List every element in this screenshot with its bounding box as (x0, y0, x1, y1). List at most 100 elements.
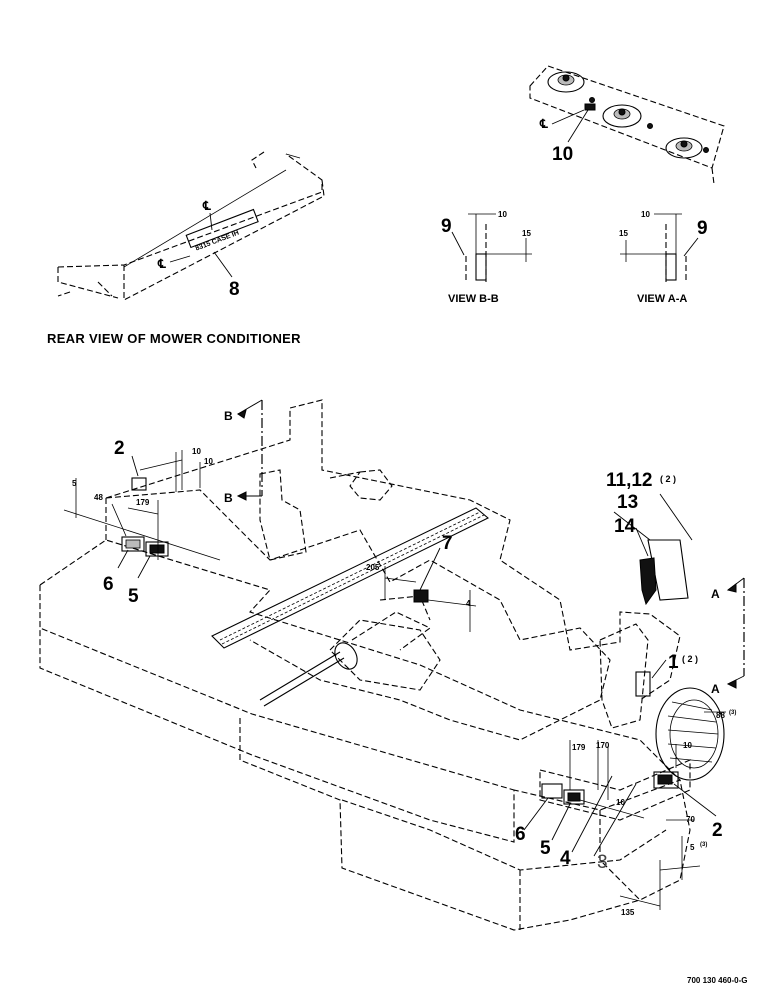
section-a-top: A (711, 587, 720, 601)
callout-2-right: 2 (712, 820, 723, 841)
right-decal-group (541, 771, 679, 805)
callout-9-left: 9 (441, 216, 452, 237)
callout-11-12: 11,12 (606, 470, 653, 491)
centerline-symbol-upper: ℄ (202, 199, 211, 213)
callout-6-right: 6 (515, 824, 526, 845)
dim-4: 4 (466, 599, 471, 608)
view-b-b: 9 10 15 VIEW B-B (441, 210, 532, 305)
decal-5-right (563, 789, 585, 805)
view-a-a-decal (665, 253, 677, 281)
decal-2-right (653, 771, 679, 789)
dim-10-left-b: 10 (204, 457, 213, 466)
dim-10-left-a: 10 (192, 447, 201, 456)
machine-rear-panel (539, 759, 691, 821)
centerline-leader-upper (209, 212, 213, 231)
callout-9-right-leader (683, 237, 699, 257)
callout-8: 8 (229, 279, 240, 300)
cutterbar-decal-10 (584, 103, 596, 111)
dim-48: 48 (94, 493, 103, 502)
gauge-wheel (635, 671, 725, 781)
view-b-b-dim-10: 10 (498, 210, 507, 219)
machine-hood (105, 489, 611, 741)
callout-10: 10 (552, 144, 573, 165)
centerline-symbol-cutterbar: ℄ (539, 117, 548, 131)
callout-9-left-leader (451, 231, 465, 256)
cutter-disc-2 (602, 104, 642, 128)
cutterbar-bolt (589, 97, 595, 103)
machine-lower-skirt (239, 718, 667, 931)
rear-view-heading: REAR VIEW OF MOWER CONDITIONER (47, 331, 301, 346)
callout-7: 7 (442, 533, 453, 554)
dim-5-bottom: 5 (690, 843, 695, 852)
section-b-bottom: B (224, 491, 233, 505)
machine-left-frame (105, 399, 681, 701)
cutterbar-bolt (703, 147, 709, 153)
cutterbar-bolt (647, 123, 653, 129)
figure-number: 700 130 460-0-G (687, 976, 748, 985)
decal-6-left (121, 536, 145, 552)
centerline-symbol-lower: ℄ (157, 257, 166, 271)
callout-1-qty: ( 2 ) (682, 654, 698, 664)
view-b-b-decal (475, 253, 487, 281)
machine-top-deck (39, 539, 681, 811)
centerline-leader-lower (169, 255, 191, 263)
left-decal-group (121, 477, 169, 557)
callout-13: 13 (617, 492, 638, 513)
callout-3: 3 (597, 852, 608, 873)
view-b-b-label: VIEW B-B (448, 293, 499, 305)
cutterbar-detail: ℄ 10 (529, 65, 725, 185)
machine-gearbox (329, 595, 441, 691)
section-b-b-marker: B B (224, 399, 263, 505)
view-a-a: 9 10 15 VIEW A-A (619, 210, 708, 305)
driveshaft (259, 611, 432, 707)
dim-179-left: 179 (136, 498, 150, 507)
section-a-a-marker: A A (711, 577, 745, 696)
machine-hitch (329, 469, 393, 501)
view-a-a-dim-10: 10 (641, 210, 650, 219)
center-dimensions: 205 4 (366, 563, 477, 632)
rear-decal-text: 8315 CASE IH (195, 230, 240, 253)
dim-170: 170 (596, 741, 610, 750)
rear-view-edge (123, 153, 301, 268)
cutter-disc-1 (547, 71, 585, 93)
section-b-top: B (224, 409, 233, 423)
callout-2-top: 2 (114, 438, 125, 459)
callout-10-leader (567, 109, 589, 143)
callout-6-left: 6 (103, 574, 114, 595)
rear-view-group: 8315 CASE IH ℄ ℄ 8 (57, 151, 325, 301)
dim-88-sup: (3) (729, 710, 736, 716)
callout-5-left: 5 (128, 586, 139, 607)
decal-6-right (541, 783, 563, 799)
rear-view-frame (57, 151, 325, 301)
callout-11-12-qty: ( 2 ) (660, 474, 676, 484)
main-callout-leaders (117, 455, 717, 857)
view-b-b-dim-15: 15 (522, 229, 531, 238)
dim-135: 135 (621, 908, 635, 917)
callout-14: 14 (614, 516, 636, 537)
dim-10-wheel: 10 (683, 741, 692, 750)
view-a-a-dim-15: 15 (619, 229, 628, 238)
view-a-a-label: VIEW A-A (637, 293, 687, 305)
dim-205: 205 (366, 563, 380, 572)
machine-left-tank (259, 469, 307, 561)
machine-front-shield (39, 585, 515, 843)
wheel-bracket-decal-1 (635, 671, 651, 697)
dim-5-left: 5 (72, 479, 77, 488)
dim-10-right: 10 (616, 798, 625, 807)
left-dimensions: 5 48 179 10 10 (63, 447, 221, 561)
callout-9-right: 9 (697, 218, 708, 239)
centerline-leader-cutterbar (551, 109, 585, 125)
callout-8-leader (213, 251, 233, 278)
rear-decal: 8315 CASE IH (185, 208, 259, 253)
decal-2-top (131, 477, 147, 491)
cutterbar-outline (529, 65, 725, 185)
driveline-shield (211, 507, 490, 649)
callout-5-right: 5 (540, 838, 551, 859)
machine-right-end (599, 779, 691, 901)
section-a-bottom: A (711, 682, 720, 696)
dim-5-bottom-sup: (3) (700, 842, 707, 848)
callout-1: 1 (668, 652, 679, 673)
dim-88: 88 (716, 711, 725, 720)
callout-4: 4 (560, 848, 571, 869)
